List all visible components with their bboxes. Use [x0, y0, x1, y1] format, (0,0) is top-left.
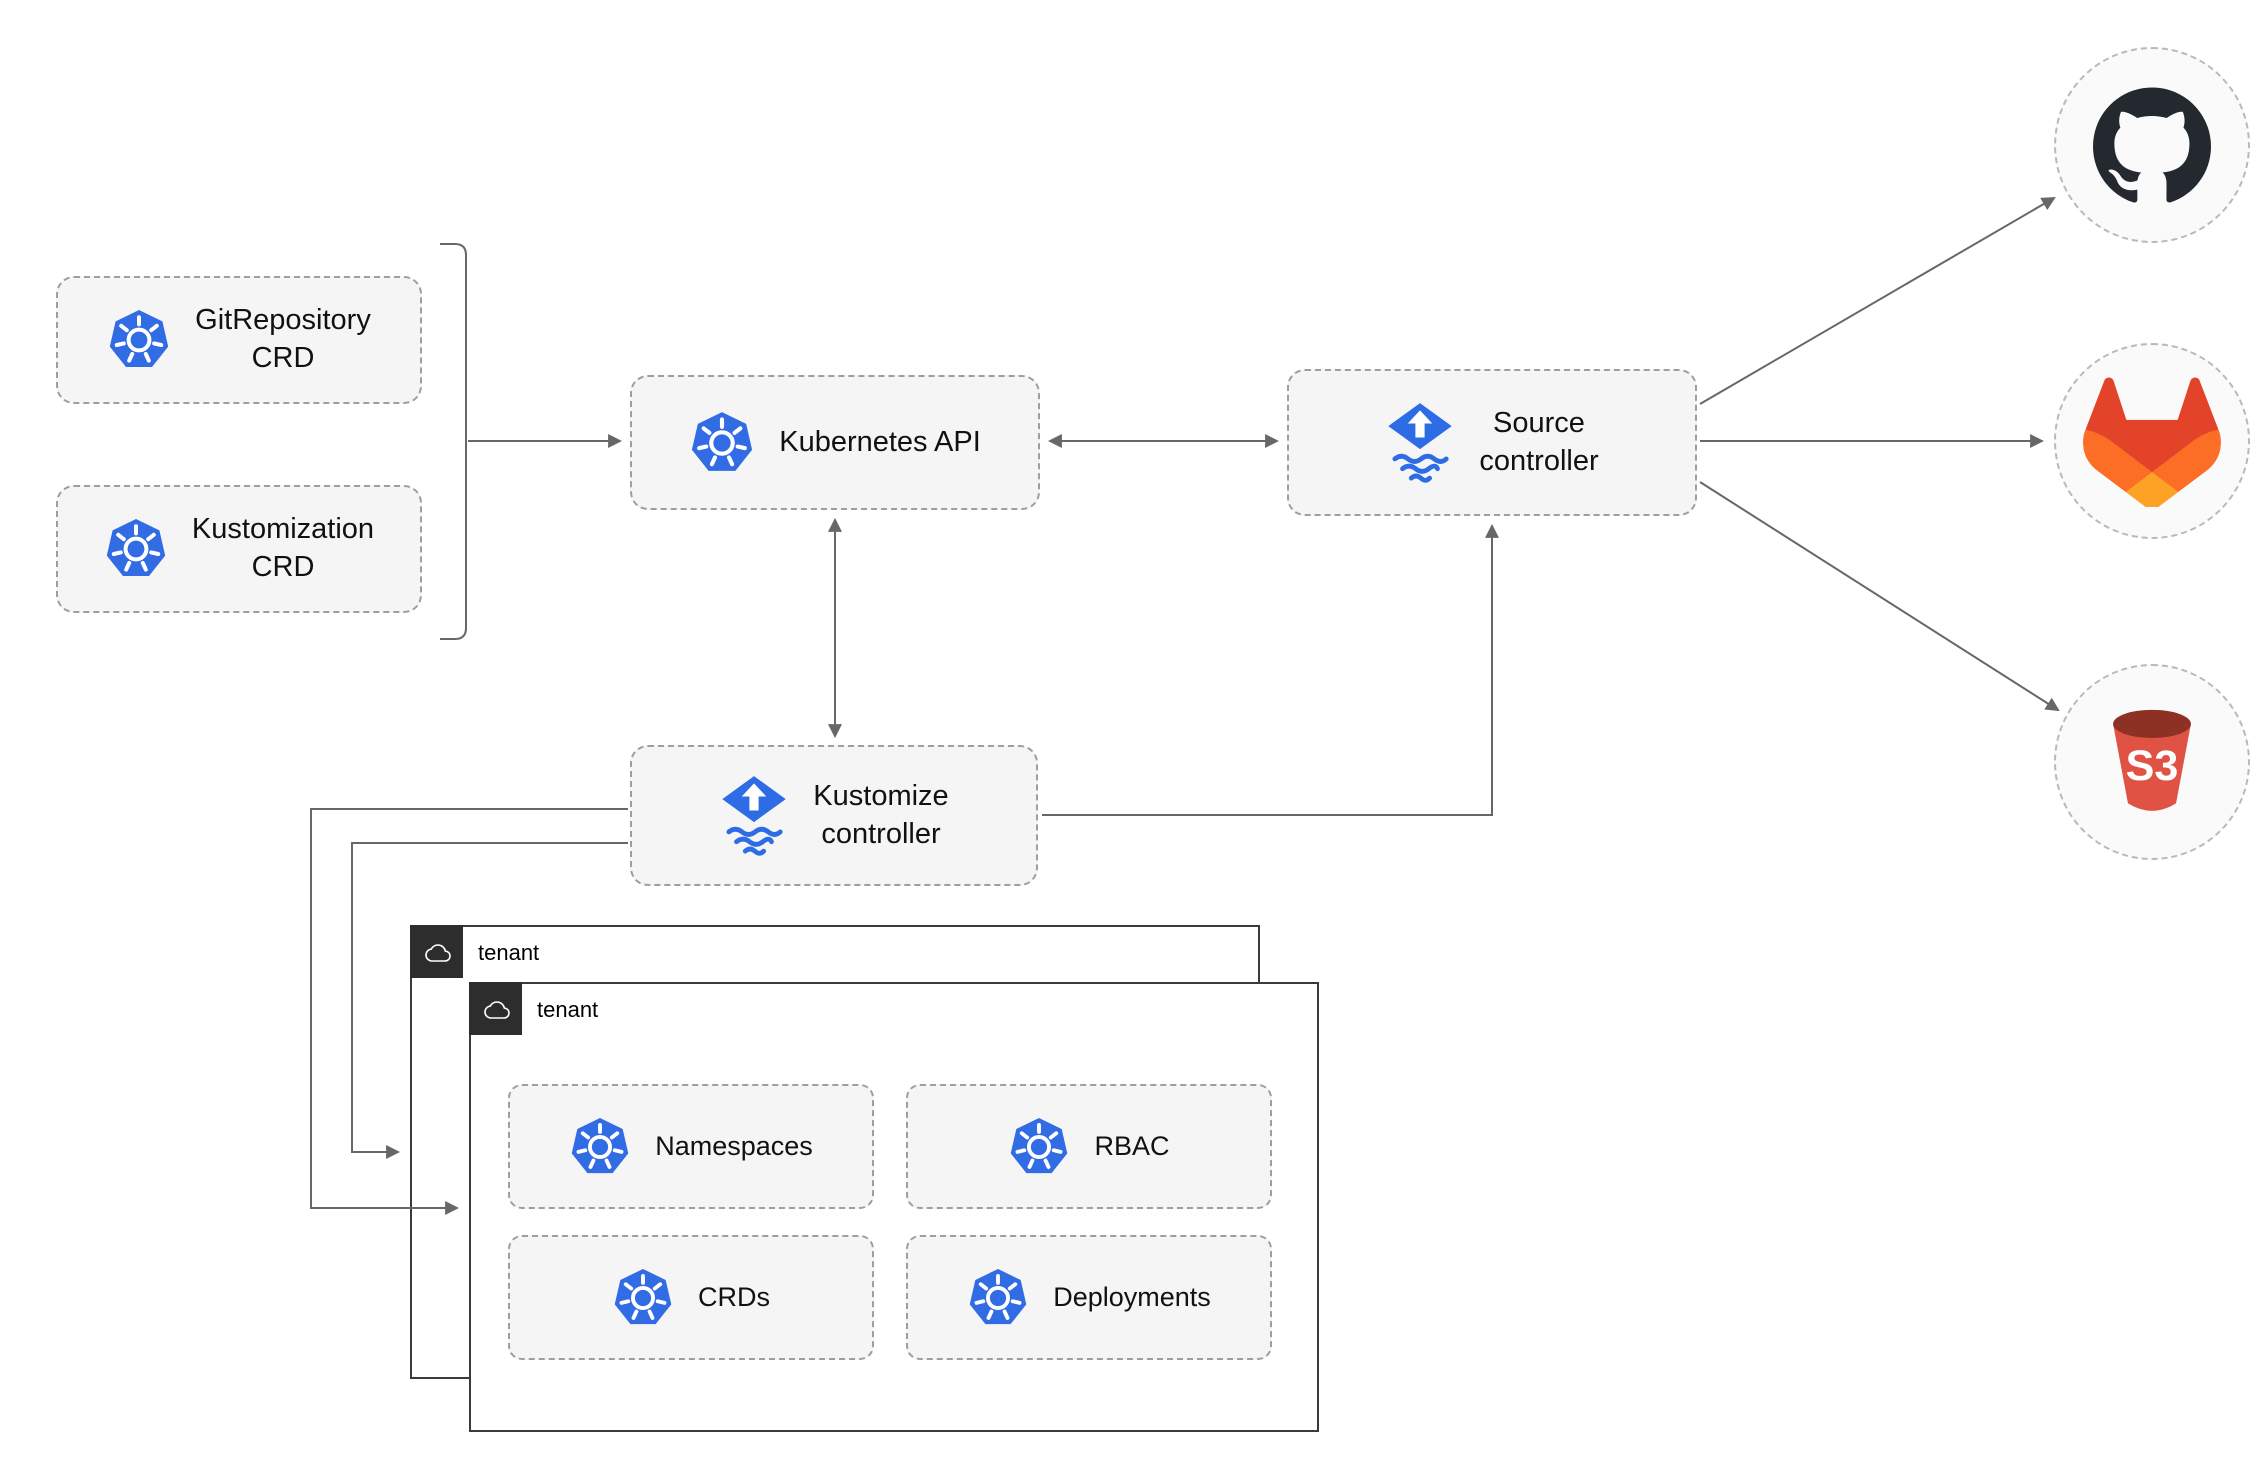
kubernetes-icon — [1008, 1116, 1070, 1178]
s3-label: S3 — [2126, 742, 2179, 790]
kustomize-controller-node: Kustomize controller — [630, 745, 1038, 886]
flux-icon — [719, 775, 789, 856]
source-controller-label: Source controller — [1479, 406, 1599, 477]
gitlab-endpoint — [2054, 343, 2250, 539]
kubernetes-icon — [689, 410, 755, 476]
kustomization-crd-label: Kustomization CRD — [191, 513, 375, 583]
gitlab-icon — [2083, 375, 2221, 507]
arrow-source-to-github — [1699, 196, 2056, 405]
cloud-icon — [469, 982, 522, 1035]
kubernetes-icon — [967, 1267, 1029, 1329]
deployments-label: Deployments — [1053, 1281, 1211, 1312]
kustomization-crd-node: Kustomization CRD — [56, 485, 422, 613]
kubernetes-api-label: Kubernetes API — [779, 425, 981, 458]
crds-label: CRDs — [698, 1281, 770, 1312]
crd-group-bracket — [440, 243, 467, 640]
github-endpoint — [2054, 47, 2250, 243]
source-controller-node: Source controller — [1287, 369, 1697, 516]
kubernetes-icon — [612, 1267, 674, 1329]
flux-icon — [1385, 402, 1455, 483]
gitrepository-crd-label: GitRepository CRD — [195, 304, 371, 374]
rbac-node: RBAC — [906, 1084, 1272, 1209]
kubernetes-api-node: Kubernetes API — [630, 375, 1040, 510]
arrow-source-to-s3 — [1699, 481, 2060, 712]
arrow-kustomize-to-source-controller — [1042, 523, 1499, 816]
namespaces-node: Namespaces — [508, 1084, 874, 1209]
kubernetes-icon — [107, 308, 171, 372]
gitrepository-crd-node: GitRepository CRD — [56, 276, 422, 404]
kubernetes-icon — [569, 1116, 631, 1178]
kubernetes-icon — [104, 517, 168, 581]
s3-endpoint: S3 — [2054, 664, 2250, 860]
github-icon — [2093, 86, 2211, 204]
cloud-icon — [410, 925, 463, 978]
crds-node: CRDs — [508, 1235, 874, 1360]
rbac-label: RBAC — [1094, 1130, 1170, 1161]
s3-bucket-icon: S3 — [2113, 709, 2191, 811]
tenant-back-label: tenant — [478, 940, 540, 965]
kustomize-controller-label: Kustomize controller — [813, 779, 949, 850]
deployments-node: Deployments — [906, 1235, 1272, 1360]
tenant-front-label: tenant — [537, 997, 599, 1022]
namespaces-label: Namespaces — [655, 1130, 813, 1161]
tenant-box-front: tenant Namespaces RBAC CRDs Deployments — [469, 982, 1319, 1432]
